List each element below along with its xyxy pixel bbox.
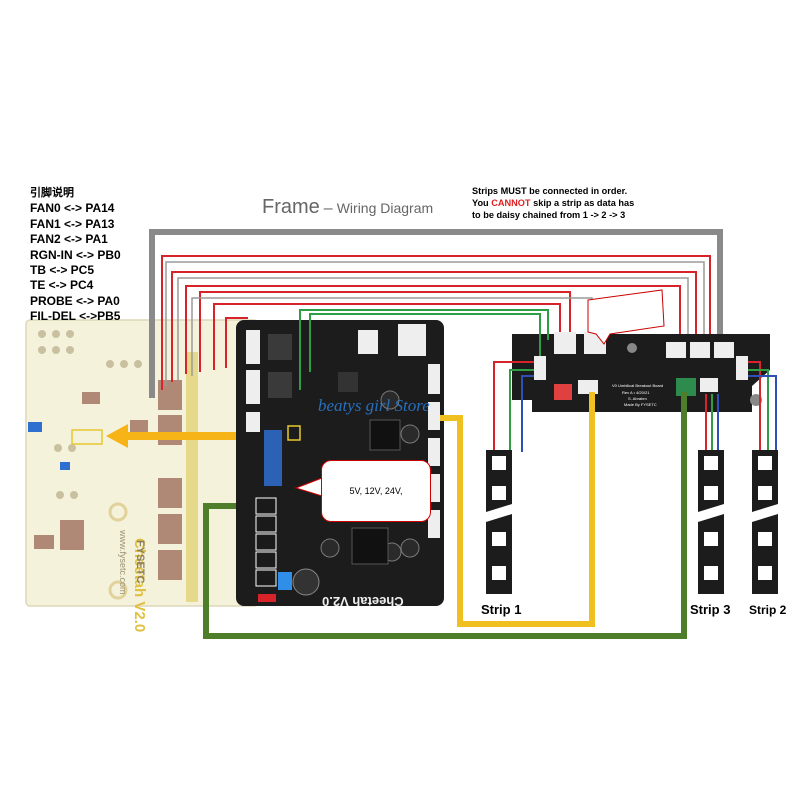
- fysetc-url: www.fysetc.com: [118, 530, 128, 595]
- pinout-line: RGN-IN <-> PB0: [30, 247, 121, 262]
- voltage-callout: 5V, 12V, 24V,: [321, 460, 431, 522]
- strip-1-label: Strip 1: [481, 602, 522, 617]
- pinout-line: FAN1 <-> PA13: [30, 216, 115, 231]
- breakout-name: V0 Umbilical Breakout Board: [612, 383, 664, 388]
- wire-gray: [149, 229, 723, 398]
- led-strip-3: [698, 450, 724, 594]
- led-strip-1: [486, 450, 512, 594]
- pinout-line: PROBE <-> PA0: [30, 293, 120, 308]
- wires-green-top: [299, 309, 549, 390]
- cheetah-pcb: [25, 319, 259, 607]
- pinout-line: FAN2 <-> PA1: [30, 232, 108, 247]
- strip-3-label: Strip 3: [690, 602, 731, 617]
- store-watermark: beatys girl Store: [318, 396, 430, 415]
- wires-strip3: [705, 394, 719, 452]
- breakout-board: [512, 289, 770, 412]
- pinout-line: TE <-> PC4: [30, 278, 94, 293]
- note-warning: CANNOT: [491, 198, 531, 208]
- note-line-3: to be daisy chained from 1 -> 2 -> 3: [472, 210, 626, 220]
- wires-strip2: [748, 361, 777, 452]
- led-strip-2: [752, 450, 778, 594]
- breakout-author: S. Abrahm: [628, 396, 647, 401]
- pinout-heading: 引脚说明: [30, 187, 74, 199]
- breakout-rev: Rev A • 4/20/21: [622, 390, 650, 395]
- main-board-label: Cheetah V2.0: [322, 594, 404, 609]
- strip-order-note: Strips MUST be connected in order. You C…: [472, 185, 712, 221]
- wires-strip1: [493, 361, 534, 452]
- wire-yellow: [440, 392, 595, 627]
- note-line-1: Strips MUST be connected in order.: [472, 186, 628, 196]
- title-dash: –: [323, 200, 333, 217]
- title-main: Frame: [262, 196, 320, 218]
- wire-olive: [203, 392, 687, 639]
- note-line-2: You CANNOT skip a strip as data has: [472, 198, 635, 208]
- wires-red: [161, 255, 711, 390]
- pinout-line: FAN0 <-> PA14: [30, 201, 115, 216]
- strip-2-label: Strip 2: [749, 603, 787, 617]
- pinout-line: FIL-DEL <->PB5: [30, 309, 121, 324]
- title-sub: Wiring Diagram: [336, 200, 434, 216]
- diagram-title: Frame–Wiring Diagram: [262, 196, 433, 219]
- fysetc-logo: FYSETC: [134, 540, 146, 584]
- breakout-made: Made By FYSETC: [624, 402, 657, 407]
- pinout-list: 引脚说明 FAN0 <-> PA14 FAN1 <-> PA13 FAN2 <-…: [30, 186, 121, 325]
- pinout-line: TB <-> PC5: [30, 263, 95, 278]
